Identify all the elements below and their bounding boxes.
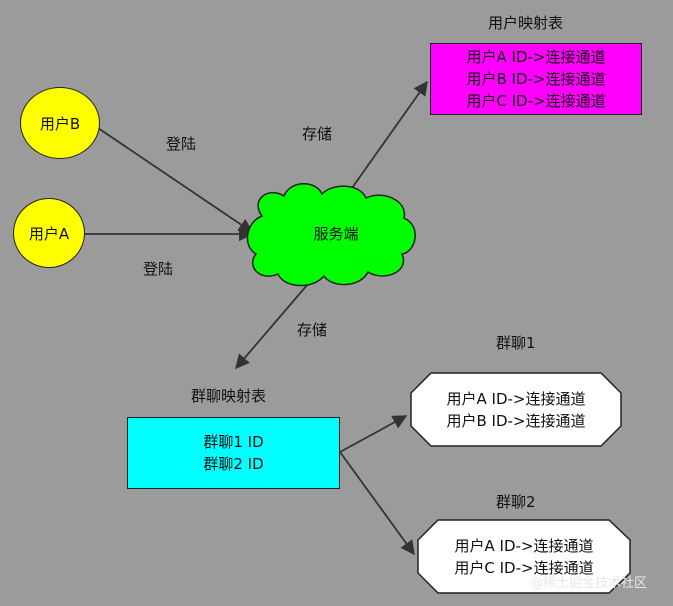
group2-octagon <box>417 519 631 594</box>
user-map-row: 用户A ID->连接通道 <box>466 48 606 66</box>
store-group-map-label: 存储 <box>297 321 328 339</box>
edge-server-to-group-map <box>235 269 321 370</box>
group2-row: 用户C ID->连接通道 <box>454 558 594 577</box>
group-map-title: 群聊映射表 <box>191 387 267 405</box>
user-b-label: 用户B <box>39 114 81 133</box>
watermark: @稀土掘金技术社区 <box>530 576 648 591</box>
user-b-node: 用户B <box>20 87 100 159</box>
user-map-row: 用户C ID->连接通道 <box>466 92 606 110</box>
edge-group-map-to-group1 <box>339 415 408 453</box>
user-a-label: 用户A <box>28 224 70 243</box>
user-map-box: 用户A ID->连接通道 用户B ID->连接通道 用户C ID->连接通道 <box>430 43 642 115</box>
group2-row: 用户A ID->连接通道 <box>454 536 594 555</box>
group1-row: 用户A ID->连接通道 <box>446 389 586 408</box>
user-map-row: 用户B ID->连接通道 <box>466 70 606 88</box>
edge-group-map-to-group2 <box>339 451 415 556</box>
login-b-label: 登陆 <box>166 135 197 153</box>
login-a-label: 登陆 <box>143 260 174 278</box>
group1-title: 群聊1 <box>496 334 536 352</box>
user-map-title: 用户映射表 <box>488 14 564 32</box>
group2-content: 用户A ID->连接通道 用户C ID->连接通道 <box>418 520 630 593</box>
edge-user-b-to-server <box>97 127 254 233</box>
group1-row: 用户B ID->连接通道 <box>446 411 586 430</box>
server-label: 服务端 <box>290 222 382 246</box>
group1-content: 用户A ID->连接通道 用户B ID->连接通道 <box>411 373 621 446</box>
group-map-box: 群聊1 ID 群聊2 ID <box>127 417 340 489</box>
edge-server-to-user-map <box>351 80 428 189</box>
group2-title: 群聊2 <box>496 493 536 511</box>
group1-octagon <box>410 372 622 447</box>
server-label-text: 服务端 <box>313 225 359 243</box>
group-map-row: 群聊1 ID <box>203 433 264 451</box>
user-a-node: 用户A <box>13 198 85 268</box>
server-cloud-shape <box>246 183 416 287</box>
store-user-map-label: 存储 <box>302 125 333 143</box>
group-map-row: 群聊2 ID <box>203 455 264 473</box>
